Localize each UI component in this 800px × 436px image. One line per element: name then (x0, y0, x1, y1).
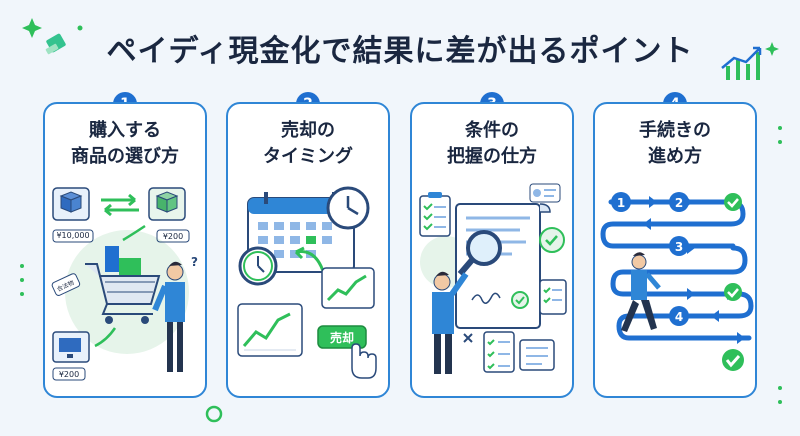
price-tag-box: ¥200 (163, 232, 183, 241)
page-title: ペイディ現金化で結果に差が出るポイント (106, 34, 694, 69)
check-icon (722, 349, 744, 371)
step-3-label: 3 (675, 240, 683, 254)
condition-check-illustration (419, 183, 567, 374)
product-choice-illustration: ¥10,000 ¥200 (51, 187, 198, 381)
magnifier-icon (457, 230, 502, 276)
check-icon (724, 193, 742, 211)
ring-decoration-icon (205, 405, 223, 423)
shield-check-icon (539, 227, 565, 253)
svg-text:?: ? (191, 255, 198, 269)
card-title: 売却の タイミング (263, 120, 353, 167)
sell-timing-illustration: 売却 (237, 186, 377, 379)
hand-pointer-icon (351, 343, 377, 379)
sell-button-label: 売却 (330, 330, 354, 345)
sparkle-decoration-icon (22, 18, 83, 55)
dot-decoration-icon (20, 264, 24, 296)
card-condition-check: 条件の 把握の仕方 (410, 102, 574, 398)
checklist-icon (539, 279, 567, 315)
card-sell-timing: 売却の タイミング (226, 102, 390, 398)
shopping-cart-icon (85, 246, 161, 324)
card-procedure: 手続きの 進め方 1 2 3 (593, 102, 757, 398)
card-product-choice: 購入する 商品の選び方 ¥10,000 (43, 102, 207, 398)
chart-up-icon (321, 267, 375, 309)
check-icon (724, 283, 742, 301)
price-tag-large: ¥10,000 (56, 231, 89, 240)
clock-icon (326, 186, 370, 230)
box-icon (52, 187, 90, 221)
swap-arrows-icon (101, 193, 139, 217)
walking-person-icon (621, 252, 661, 332)
growth-chart-decoration-icon (721, 42, 779, 80)
box-icon (148, 187, 186, 221)
step-1-label: 1 (617, 196, 625, 210)
person-icon: ? (152, 255, 198, 372)
card-title: 条件の 把握の仕方 (447, 120, 537, 167)
chart-up-icon (237, 303, 303, 357)
step-2-label: 2 (675, 196, 683, 210)
procedure-illustration: 1 2 3 4 (600, 192, 754, 371)
card-title: 手続きの 進め方 (639, 120, 711, 167)
step-4-label: 4 (675, 310, 683, 324)
clock-icon (238, 246, 278, 286)
checklist-icon (419, 192, 451, 237)
person-icon (432, 271, 469, 374)
monitor-icon (52, 331, 90, 363)
card-title: 購入する 商品の選び方 (71, 120, 179, 167)
price-tag-monitor: ¥200 (59, 370, 79, 379)
dot-decoration-icon (778, 126, 782, 404)
checklist-icon (483, 331, 515, 373)
